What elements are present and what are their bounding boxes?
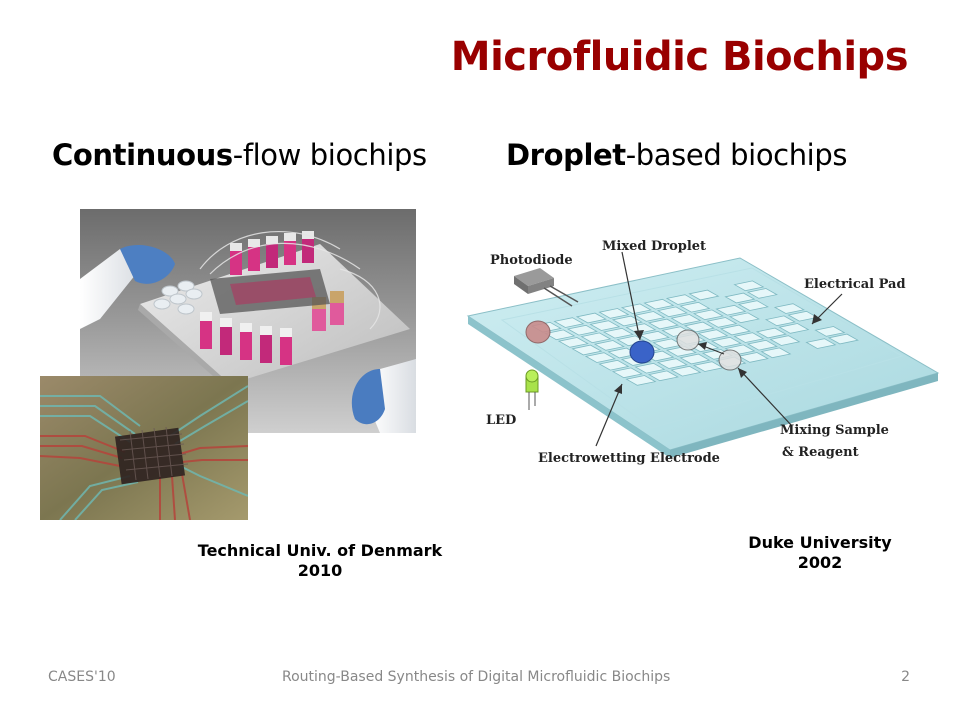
electrode-pad bbox=[584, 352, 616, 363]
electrode-pad bbox=[746, 339, 778, 351]
electrode-pad bbox=[746, 288, 778, 299]
droplet-heading-rest: -based biochips bbox=[625, 138, 848, 172]
droplet-based-heading: Droplet-based biochips bbox=[506, 138, 847, 172]
electrode-pad bbox=[566, 324, 598, 336]
electrode-pad bbox=[697, 329, 729, 340]
caption-year: 2010 bbox=[297, 561, 343, 580]
electrode-pad bbox=[692, 309, 724, 321]
footer-talk-title: Routing-Based Synthesis of Digital Micro… bbox=[282, 669, 671, 685]
electrode-pad bbox=[706, 317, 738, 328]
continuous-heading-bold: Continuous bbox=[52, 138, 233, 172]
electrode-pad bbox=[688, 289, 720, 301]
electrode-pad bbox=[553, 317, 585, 328]
droplet-mixed bbox=[629, 340, 655, 364]
electrode-pad bbox=[683, 321, 715, 333]
electrode-pad bbox=[625, 375, 657, 386]
electrode-pad bbox=[719, 324, 751, 336]
electrode-pad bbox=[643, 298, 675, 310]
continuous-heading-rest: -flow biochips bbox=[232, 138, 427, 172]
electrode-pad bbox=[598, 308, 630, 319]
electrode-pad bbox=[611, 367, 643, 379]
electrode-pad bbox=[656, 306, 688, 318]
electrode-pad bbox=[656, 358, 688, 369]
label-photodiode: Photodiode bbox=[490, 253, 573, 268]
electrode-pad bbox=[589, 320, 621, 331]
continuous-flow-heading: Continuous-flow biochips bbox=[52, 138, 427, 172]
electrode-pad bbox=[769, 335, 801, 346]
electrode-pad bbox=[638, 330, 670, 342]
electrode-pad bbox=[620, 303, 652, 315]
electrode-pad bbox=[755, 327, 787, 339]
droplet-gray-1 bbox=[676, 329, 700, 351]
electrode-pad bbox=[670, 365, 702, 377]
electrode-pad bbox=[598, 359, 630, 371]
label-mixed-droplet: Mixed Droplet bbox=[602, 239, 706, 254]
continuous-flow-caption: Technical Univ. of Denmark 2010 bbox=[180, 541, 460, 581]
electrode-pad bbox=[814, 326, 846, 337]
droplet-caption: Duke University 2002 bbox=[730, 533, 910, 573]
caption-institution: Technical Univ. of Denmark bbox=[197, 541, 443, 560]
led-icon bbox=[525, 369, 539, 410]
electrode-pad bbox=[733, 332, 765, 343]
electrode-pad bbox=[764, 315, 796, 327]
label-led: LED bbox=[486, 413, 516, 428]
electrode-pad bbox=[805, 338, 837, 349]
electrode-pad bbox=[647, 318, 679, 330]
continuous-flow-chip-photo bbox=[80, 209, 416, 433]
electrode-pad bbox=[737, 352, 769, 363]
electrode-pad bbox=[679, 353, 711, 365]
label-electrowetting-electrode: Electrowetting Electrode bbox=[538, 451, 720, 466]
electrode-pad bbox=[575, 312, 607, 324]
caption-institution: Duke University bbox=[748, 533, 892, 552]
droplet-biochip-diagram: Photodiode Mixed Droplet Electrical Pad … bbox=[466, 239, 940, 466]
electrode-pad bbox=[760, 347, 792, 359]
electrode-pad bbox=[679, 301, 711, 313]
electrode-pad bbox=[715, 304, 747, 316]
footer-conference: CASES'10 bbox=[48, 669, 116, 685]
slide-title: Microfluidic Biochips bbox=[450, 34, 909, 80]
electrode-pad bbox=[544, 329, 576, 341]
electrode-pad bbox=[593, 340, 625, 351]
electrode-pad bbox=[710, 336, 742, 348]
electrode-pad bbox=[647, 370, 679, 382]
electrode-pad bbox=[602, 327, 634, 339]
electrode-pad bbox=[733, 280, 765, 292]
electrode-pad bbox=[571, 344, 603, 356]
electrode-pad bbox=[611, 315, 643, 327]
electrode-pad bbox=[580, 332, 612, 344]
droplet-red bbox=[525, 320, 551, 344]
droplet-heading-bold: Droplet bbox=[506, 138, 626, 172]
chip-micrograph-inset bbox=[40, 376, 248, 520]
electrode-pad bbox=[827, 333, 859, 345]
electrode-pad bbox=[728, 312, 760, 324]
chip-slab-side bbox=[468, 316, 670, 458]
electrode-pad bbox=[557, 337, 589, 348]
electrode-pad bbox=[634, 362, 666, 374]
electrode-pad bbox=[773, 303, 805, 314]
electrode-pad bbox=[670, 314, 702, 325]
label-electrical-pad: Electrical Pad bbox=[804, 277, 906, 292]
electrode-pad bbox=[737, 300, 769, 311]
photodiode-icon bbox=[514, 268, 579, 307]
droplet-gray-2 bbox=[718, 349, 742, 371]
label-mixing-sample: Mixing Sample bbox=[780, 423, 889, 438]
electrode-pad bbox=[724, 292, 756, 304]
electrode-pad bbox=[634, 311, 666, 322]
electrode-pad bbox=[625, 323, 657, 334]
electrode-pad bbox=[778, 323, 810, 334]
caption-year: 2002 bbox=[797, 553, 843, 572]
page-number: 2 bbox=[901, 669, 910, 685]
electrode-pad bbox=[665, 294, 697, 305]
label-and-reagent: & Reagent bbox=[782, 445, 859, 460]
